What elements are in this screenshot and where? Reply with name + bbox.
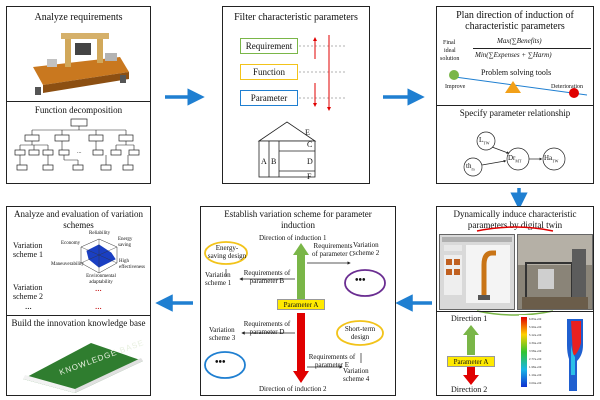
vs1-label: Variation scheme 1: [205, 271, 232, 287]
req-b-label: Requirements of parameter B: [243, 269, 291, 285]
cell-a: A: [261, 157, 267, 166]
svg-text:6.83e+00: 6.83e+00: [529, 317, 542, 321]
radar-env: Environmental adaptability: [86, 274, 116, 285]
knowledge-book-image: KNOWLEDGE BASE: [13, 337, 145, 393]
dots-a: ...: [25, 301, 32, 311]
svg-text:2.77e+00: 2.77e+00: [529, 357, 542, 361]
deterioration-label: Deterioration: [551, 84, 583, 90]
solution-label: solution: [440, 56, 460, 62]
radar-maneuver: Maneuverability: [51, 262, 85, 267]
req-d-label: Requirements of parameter D: [243, 320, 291, 336]
panel-plan-direction: Plan direction of induction of character…: [436, 6, 594, 184]
function-tree-diagram: ...: [13, 117, 145, 181]
fea-contour-plot: 6.83e+00 5.90e+00 5.12e+00 4.30e+00 3.58e+0…: [519, 315, 591, 395]
sync-arrows: [476, 226, 554, 316]
req-e-label: Requirements of parameter E: [308, 353, 356, 369]
ideal-label: ideal: [444, 48, 456, 54]
function-decomposition-label: Function decomposition: [34, 105, 123, 115]
fraction-line: [473, 48, 591, 49]
energy-saving-label: Energy-saving design: [207, 244, 247, 260]
direction-1-label: Direction of induction 1: [259, 234, 327, 242]
svg-text:...: ...: [77, 149, 82, 155]
short-term-label: Short-term design: [344, 325, 376, 341]
max-formula: Max(∑Benefits): [497, 37, 542, 45]
direction-2-label: Direction of induction 2: [259, 385, 327, 393]
machine-image: [25, 27, 135, 97]
software-screenshot: [439, 234, 515, 310]
direction-1-label: Direction 1: [451, 314, 488, 323]
panel-title: Plan direction of induction of character…: [456, 10, 574, 32]
relationship-graph: [463, 131, 566, 177]
vs2-label: Variation scheme 2: [13, 283, 43, 301]
panel-title: Analyze requirements: [34, 12, 123, 23]
panel-variation-scheme: Establish variation scheme for parameter…: [200, 206, 396, 396]
radar-economy: Economy: [61, 241, 81, 246]
svg-text:3.58e+00: 3.58e+00: [529, 349, 542, 353]
cell-d: D: [307, 157, 313, 166]
svg-text:0.00e+00: 0.00e+00: [529, 381, 542, 385]
improve-label: Improve: [445, 84, 466, 90]
direction-arrows: [463, 325, 479, 385]
min-formula: Min(∑Expenses + ∑Harm): [475, 51, 552, 59]
radar-high: High effectiveness: [119, 259, 146, 270]
divider: [437, 311, 593, 312]
svg-text:5.12e+00: 5.12e+00: [529, 333, 542, 337]
vs4-label: Variation scheme 4: [343, 367, 370, 383]
tools-graphic: [449, 70, 588, 98]
divider: [7, 315, 150, 316]
svg-text:5.90e+00: 5.90e+00: [529, 325, 542, 329]
node-ha: HaTW: [544, 154, 559, 164]
function-box: Function: [240, 64, 298, 80]
radar-chart: [80, 238, 118, 274]
dots-bottom: •••: [215, 357, 226, 368]
svg-text:1.19e+00: 1.19e+00: [529, 373, 542, 377]
direction-2-label: Direction 2: [451, 385, 488, 394]
vs3-label: Variation scheme 3: [209, 326, 236, 342]
dots-b: ...: [95, 283, 102, 293]
cell-c: C: [307, 140, 313, 149]
cell-b: B: [271, 157, 277, 166]
panel-analyze-requirements: Analyze requirements Function decomposit…: [6, 6, 151, 184]
node-l: LTW: [479, 136, 490, 146]
vs2-label: Variation scheme 2: [353, 241, 380, 257]
panel-evaluation: Analyze and evaluation of variation sche…: [6, 206, 151, 396]
scheme-graphics: [204, 241, 386, 383]
panel-title: Filter characteristic parameters: [234, 12, 358, 23]
panel-digital-twin: Dynamically induce characteristic parame…: [436, 206, 594, 396]
panel-title: Analyze and evaluation of variation sche…: [14, 209, 143, 230]
parameter-box: Parameter: [240, 90, 298, 106]
node-dr: DrMT: [508, 154, 522, 164]
divider: [437, 105, 593, 106]
cell-f: F: [307, 172, 312, 181]
dots-c: ...: [95, 301, 102, 311]
relationship-label: Specify parameter relationship: [459, 108, 571, 118]
panel-filter-parameters: Filter characteristic parameters Require…: [222, 6, 370, 184]
dots-top: •••: [355, 275, 366, 286]
tools-label: Problem solving tools: [481, 68, 552, 77]
svg-text:1.98e+00: 1.98e+00: [529, 365, 542, 369]
panel-title: Dynamically induce characteristic parame…: [453, 209, 577, 230]
vs1-label: Variation scheme 1: [13, 241, 43, 259]
requirement-box: Requirement: [240, 38, 298, 54]
radar-energy: Energy saving: [118, 237, 133, 248]
cell-e: E: [305, 128, 310, 137]
panel-title: Establish variation scheme for parameter…: [224, 209, 372, 230]
final-label: Final: [443, 40, 456, 46]
parameter-a-box: Parameter A: [447, 356, 495, 367]
req-c-label: Requirements of parameter C: [312, 242, 354, 258]
divider: [7, 101, 150, 102]
parameter-a-box: Parameter A: [277, 299, 325, 310]
equipment-photo: [517, 234, 593, 310]
node-th: thm: [466, 162, 475, 172]
svg-text:4.30e+00: 4.30e+00: [529, 341, 542, 345]
radar-reliability: Reliability: [89, 231, 111, 236]
knowledge-base-label: Build the innovation knowledge base: [11, 318, 146, 328]
filter-lines: [257, 35, 345, 178]
